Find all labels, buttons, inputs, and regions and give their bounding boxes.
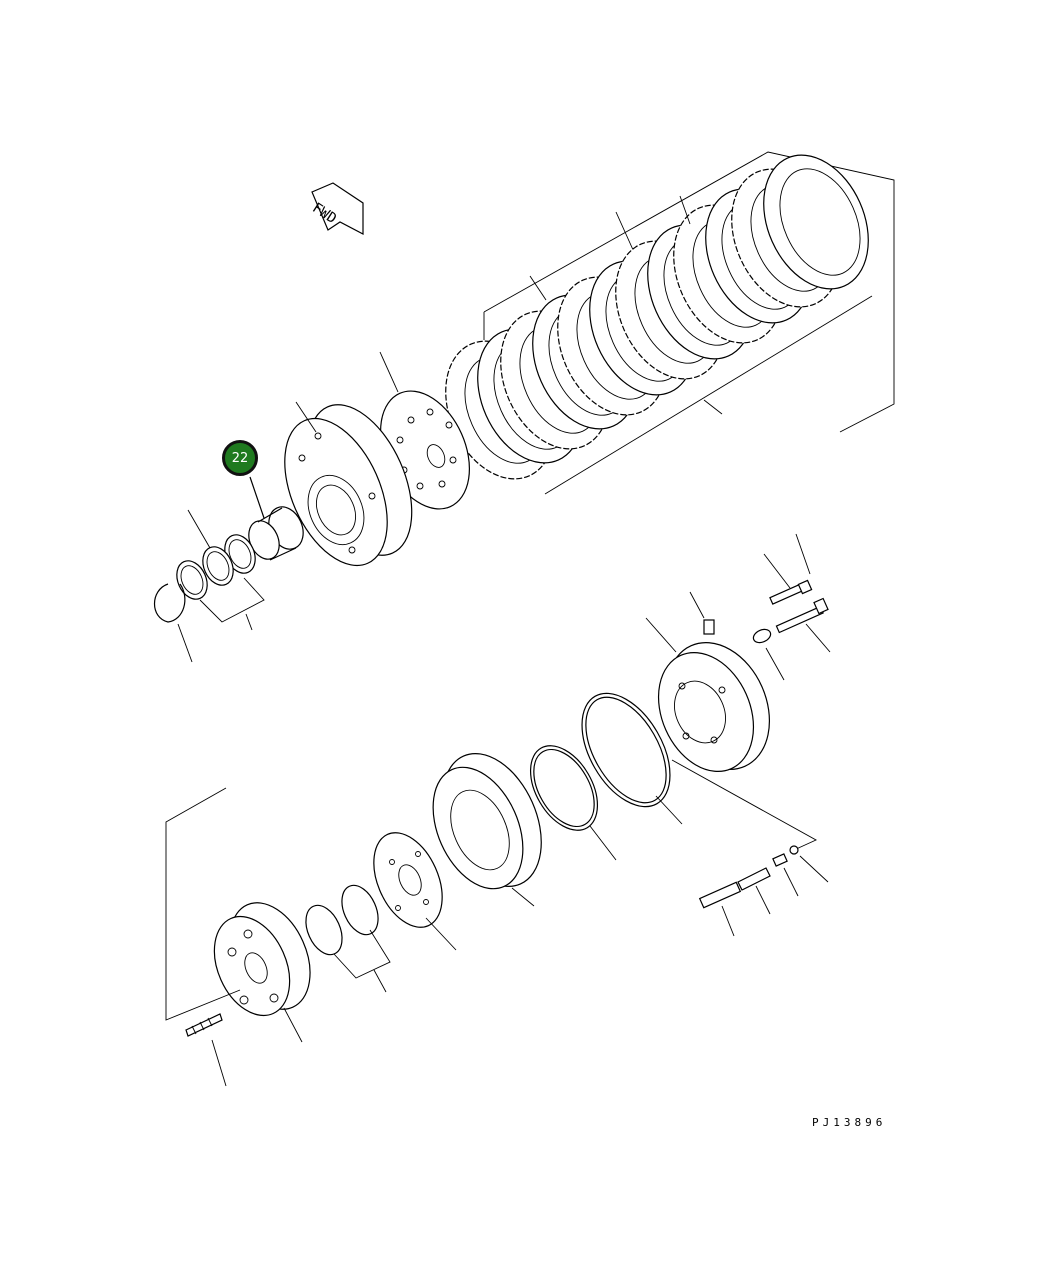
washer xyxy=(752,628,785,681)
bolt-long xyxy=(775,597,831,653)
o-ring-large xyxy=(581,692,683,825)
clutch-disc xyxy=(763,154,869,290)
clutch-plate-pack xyxy=(445,151,895,495)
sleeve-part xyxy=(248,476,304,561)
clutch-hub xyxy=(284,401,413,567)
plug-bolt xyxy=(689,591,715,635)
callout-22[interactable]: 22 xyxy=(222,440,258,476)
gear-carrier xyxy=(165,787,311,1043)
piston xyxy=(432,752,542,907)
spacer-plate xyxy=(373,832,457,951)
bolt-short xyxy=(763,533,813,605)
o-ring-small xyxy=(529,745,617,861)
bearing-set xyxy=(176,509,265,631)
housing-cover xyxy=(645,617,817,851)
drawing-code: PJ13896 xyxy=(812,1116,887,1129)
spring xyxy=(185,1013,227,1087)
seal-rings xyxy=(305,884,391,993)
snap-ring xyxy=(154,583,193,663)
valve-assembly xyxy=(698,845,829,937)
fwd-arrow-icon xyxy=(311,182,364,235)
